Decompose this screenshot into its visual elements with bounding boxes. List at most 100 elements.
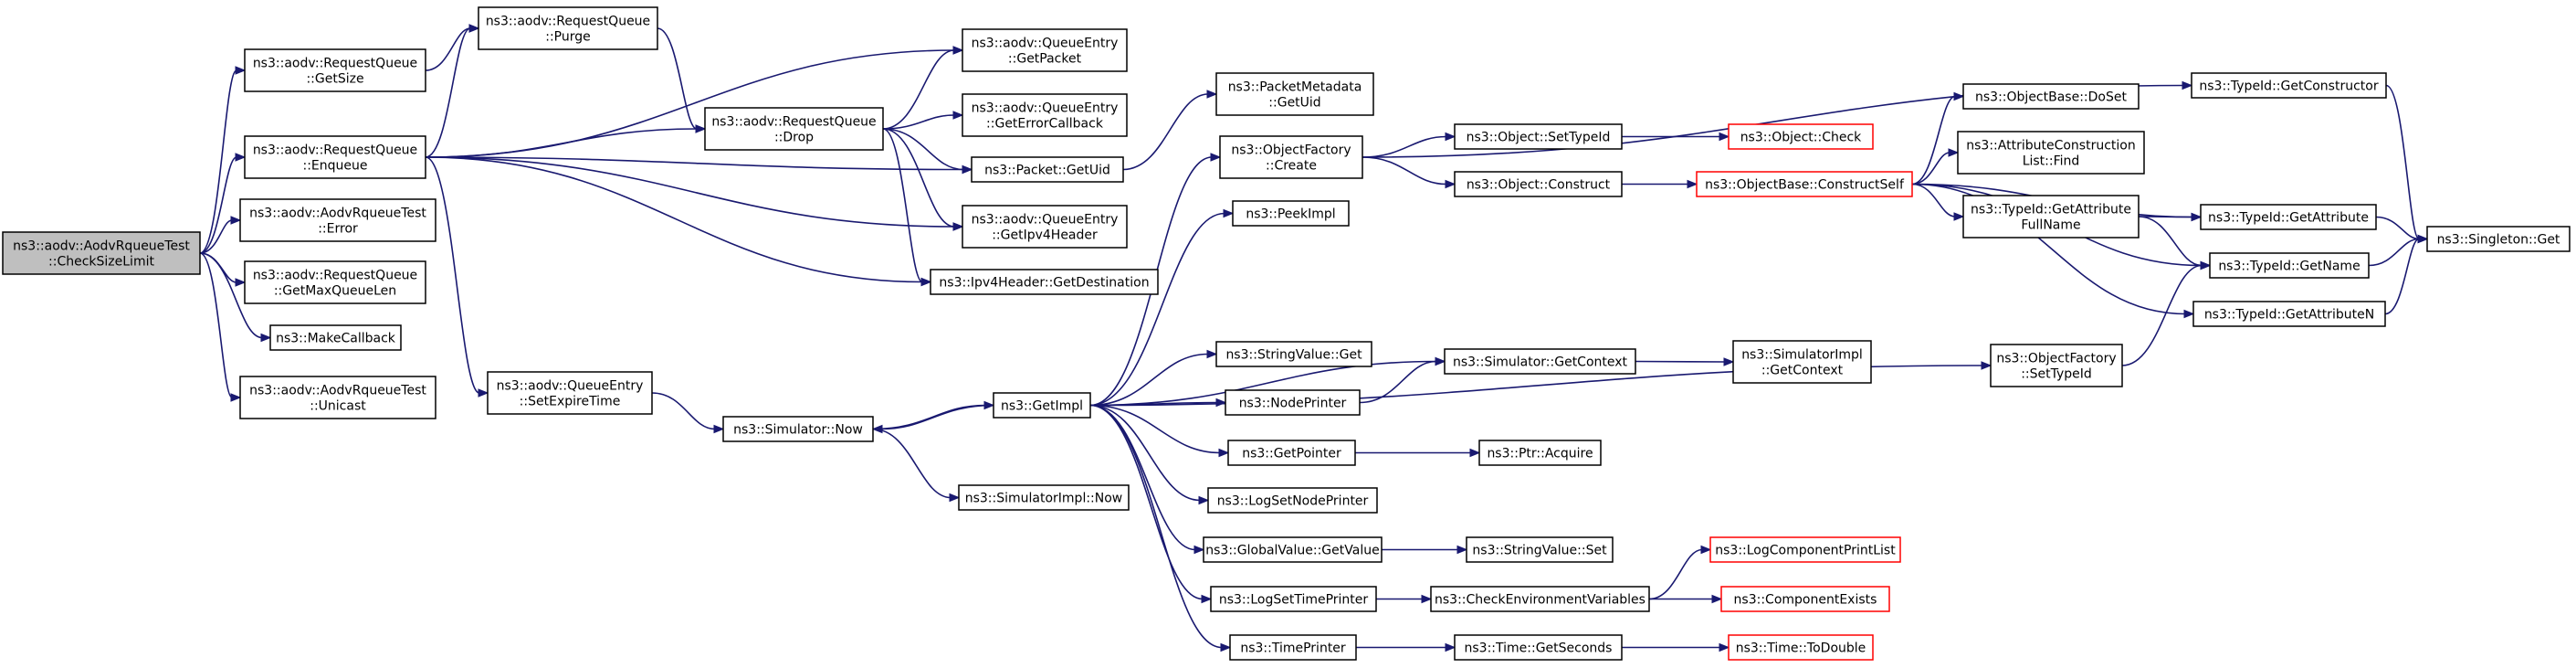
- call-graph-nodes: ns3::aodv::AodvRqueueTest::CheckSizeLimi…: [2, 6, 2571, 661]
- function-node-typeidgetattribute[interactable]: ns3::TypeId::GetAttribute: [2200, 204, 2377, 230]
- function-node-simimplgetcontext[interactable]: ns3::SimulatorImpl::GetContext: [1732, 340, 1872, 384]
- call-edge-simgetcontext-to-simimplgetcontext: [1635, 357, 1735, 366]
- function-node-timetodouble[interactable]: ns3::Time::ToDouble: [1728, 634, 1874, 661]
- function-node-componentexists[interactable]: ns3::ComponentExists: [1720, 586, 1890, 612]
- function-node-box: [1454, 171, 1623, 197]
- function-node-label: ns3::SimulatorImpl: [1741, 348, 1863, 363]
- function-node-unicast[interactable]: ns3::aodv::AodvRqueueTest::Unicast: [239, 376, 436, 419]
- function-node-timeprinter[interactable]: ns3::TimePrinter: [1229, 634, 1357, 661]
- function-node-stringvalueset[interactable]: ns3::StringValue::Set: [1466, 536, 1614, 563]
- call-edge-objsettypeid-to-objcheck: [1622, 132, 1730, 142]
- function-node-getmaxqueuelen[interactable]: ns3::aodv::RequestQueue::GetMaxQueueLen: [244, 260, 426, 304]
- function-node-label: ns3::aodv::RequestQueue: [253, 143, 417, 158]
- function-node-getdestination[interactable]: ns3::Ipv4Header::GetDestination: [930, 269, 1159, 295]
- function-node-label: List::Find: [2023, 154, 2080, 169]
- function-node-getpointer[interactable]: ns3::GetPointer: [1227, 440, 1356, 466]
- call-edge-getpointer-to-ptracquire: [1354, 448, 1481, 458]
- function-node-typeidgetname[interactable]: ns3::TypeId::GetName: [2209, 252, 2370, 279]
- function-node-typeidgetconstructor[interactable]: ns3::TypeId::GetConstructor: [2191, 72, 2387, 99]
- function-node-label: ::Enqueue: [302, 159, 367, 174]
- call-edge-enqueue-to-setexpiretime: [425, 156, 489, 398]
- function-node-label: ns3::Time::GetSeconds: [1465, 641, 1613, 656]
- call-edge-getimpl-to-simnow: [871, 404, 994, 434]
- function-node-label: ::Create: [1266, 159, 1317, 174]
- function-node-box: [1219, 135, 1363, 179]
- function-node-label: ns3::aodv::RequestQueue: [711, 115, 876, 130]
- function-node-enqueue[interactable]: ns3::aodv::RequestQueue::Enqueue: [244, 135, 426, 179]
- function-node-label: ns3::TypeId::GetConstructor: [2199, 80, 2378, 94]
- function-node-box: [958, 484, 1130, 511]
- function-node-box: [1210, 586, 1377, 612]
- function-node-getipv4header[interactable]: ns3::aodv::QueueEntry::GetIpv4Header: [962, 205, 1128, 249]
- function-node-logsettimeprinter[interactable]: ns3::LogSetTimePrinter: [1210, 586, 1377, 612]
- function-node-setexpiretime[interactable]: ns3::aodv::QueueEntry::SetExpireTime: [487, 371, 653, 415]
- function-node-simnow[interactable]: ns3::Simulator::Now: [722, 416, 874, 442]
- call-edge-constructself-to-typeidgetattributefullname: [1911, 183, 1965, 221]
- call-edge-purge-to-drop: [657, 27, 707, 133]
- function-node-dotset[interactable]: ns3::ObjectBase::DoSet: [1962, 83, 2140, 110]
- function-node-objcheck[interactable]: ns3::Object::Check: [1728, 123, 1874, 150]
- call-graph-edges: [199, 24, 2429, 652]
- function-node-box: [1728, 123, 1874, 150]
- function-node-label: ns3::NodePrinter: [1239, 397, 1347, 411]
- function-node-objconstruct[interactable]: ns3::Object::Construct: [1454, 171, 1623, 197]
- function-node-label: ns3::Packet::GetUid: [984, 164, 1110, 178]
- function-node-peekimpl[interactable]: ns3::PeekImpl: [1232, 200, 1350, 227]
- function-node-objfactcreate[interactable]: ns3::ObjectFactory::Create: [1219, 135, 1363, 179]
- function-node-ptracquire[interactable]: ns3::Ptr::Acquire: [1478, 440, 1602, 466]
- call-edge-drop-to-geterrorcallback: [882, 111, 964, 130]
- function-node-label: FullName: [2021, 218, 2080, 233]
- function-node-makecallback[interactable]: ns3::MakeCallback: [269, 324, 402, 351]
- function-node-getimpl[interactable]: ns3::GetImpl: [993, 392, 1091, 419]
- function-node-label: ns3::aodv::QueueEntry: [497, 379, 644, 394]
- function-node-root[interactable]: ns3::aodv::AodvRqueueTest::CheckSizeLimi…: [2, 231, 201, 275]
- function-node-logsetnodeprinter[interactable]: ns3::LogSetNodePrinter: [1207, 487, 1378, 514]
- function-node-simimplnow[interactable]: ns3::SimulatorImpl::Now: [958, 484, 1130, 511]
- function-node-purge[interactable]: ns3::aodv::RequestQueue::Purge: [478, 6, 658, 50]
- function-node-geterrorcallback[interactable]: ns3::aodv::QueueEntry::GetErrorCallback: [962, 93, 1128, 137]
- call-edge-timeprinter-to-timegetseconds: [1356, 642, 1456, 652]
- function-node-objfactsettypeid[interactable]: ns3::ObjectFactory::SetTypeId: [1990, 344, 2123, 387]
- function-node-label: ns3::TimePrinter: [1240, 641, 1346, 656]
- function-node-stringvalueget[interactable]: ns3::StringValue::Get: [1215, 341, 1372, 367]
- function-node-error[interactable]: ns3::aodv::AodvRqueueTest::Error: [239, 198, 436, 242]
- function-node-timegetseconds[interactable]: ns3::Time::GetSeconds: [1454, 634, 1623, 661]
- function-node-label: ns3::Singleton::Get: [2437, 233, 2560, 248]
- function-node-box: [993, 392, 1091, 419]
- function-node-getpacket[interactable]: ns3::aodv::QueueEntry::GetPacket: [962, 28, 1128, 72]
- function-node-label: ns3::ObjectBase::DoSet: [1975, 90, 2127, 105]
- function-node-label: ::CheckSizeLimit: [48, 255, 154, 270]
- function-node-box: [722, 416, 874, 442]
- function-node-label: ns3::PeekImpl: [1246, 207, 1335, 222]
- function-node-box: [487, 371, 653, 415]
- function-node-typeidgetattributen[interactable]: ns3::TypeId::GetAttributeN: [2192, 301, 2386, 327]
- function-node-label: ns3::GetImpl: [1001, 399, 1083, 414]
- function-node-nodeprinter[interactable]: ns3::NodePrinter: [1225, 389, 1361, 416]
- function-node-label: ns3::aodv::RequestQueue: [253, 57, 417, 71]
- function-node-box: [244, 260, 426, 304]
- function-node-metadatagetuid[interactable]: ns3::PacketMetadata::GetUid: [1215, 72, 1374, 116]
- function-node-packetgetuid[interactable]: ns3::Packet::GetUid: [971, 156, 1124, 183]
- function-node-globalvaluegetvalue[interactable]: ns3::GlobalValue::GetValue: [1203, 536, 1383, 563]
- call-edge-enqueue-to-purge: [425, 24, 480, 158]
- function-node-box: [1990, 344, 2123, 387]
- function-node-objsettypeid[interactable]: ns3::Object::SetTypeId: [1454, 123, 1623, 150]
- function-node-label: ::GetErrorCallback: [986, 117, 1104, 132]
- function-node-label: ns3::LogSetTimePrinter: [1219, 593, 1369, 608]
- function-node-label: ns3::ObjectFactory: [1231, 143, 1351, 158]
- function-node-drop[interactable]: ns3::aodv::RequestQueue::Drop: [704, 107, 884, 151]
- function-node-getsize[interactable]: ns3::aodv::RequestQueue::GetSize: [244, 48, 426, 92]
- function-node-singletonget[interactable]: ns3::Singleton::Get: [2426, 226, 2571, 252]
- function-node-box: [1227, 440, 1356, 466]
- function-node-label: ns3::TypeId::GetAttribute: [1971, 203, 2131, 217]
- function-node-box: [2426, 226, 2571, 252]
- function-node-box: [2192, 301, 2386, 327]
- function-node-checkenv[interactable]: ns3::CheckEnvironmentVariables: [1430, 586, 1650, 612]
- function-node-logcomponentprintlist[interactable]: ns3::LogComponentPrintList: [1709, 536, 1901, 563]
- function-node-label: ns3::Simulator::GetContext: [1453, 355, 1628, 370]
- function-node-label: ns3::Simulator::Now: [733, 423, 863, 438]
- function-node-constructself[interactable]: ns3::ObjectBase::ConstructSelf: [1696, 171, 1913, 197]
- function-node-simgetcontext[interactable]: ns3::Simulator::GetContext: [1444, 348, 1636, 375]
